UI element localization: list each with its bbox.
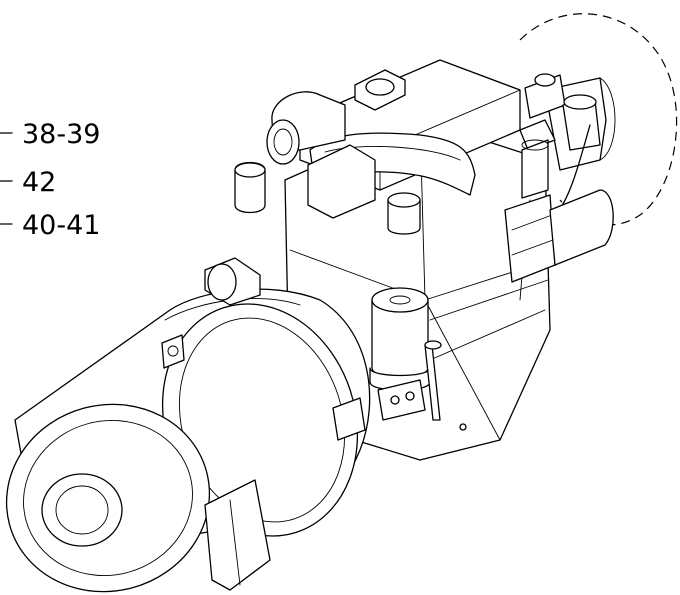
callout-38-39: 38-39: [0, 119, 100, 150]
dipstick-tube: [424, 340, 442, 421]
oil-port-fittings: [377, 379, 426, 421]
oil-filter: [369, 287, 431, 391]
small-cup: [387, 192, 421, 235]
manifold-box: [307, 144, 376, 219]
housing-clamp: [332, 397, 366, 441]
air-cleaner-end-cap: [5, 403, 211, 593]
callout-42: 42: [0, 167, 56, 198]
callout-label-42: 42: [22, 167, 56, 198]
breather-canister: [234, 161, 266, 214]
exhaust-outlet: [549, 189, 614, 266]
drain-plug: [459, 423, 467, 431]
callout-label-40-41: 40-41: [22, 210, 100, 241]
air-intake-connector: [204, 257, 261, 306]
mounting-bracket: [204, 479, 271, 591]
air-cleaner-label-plate: [161, 334, 185, 369]
oil-filler-cap: [354, 69, 406, 111]
callout-40-41: 40-41: [0, 210, 100, 241]
turbo-elbow: [266, 91, 346, 165]
water-separator: [562, 94, 601, 151]
callout-label-38-39: 38-39: [22, 119, 100, 150]
fuel-filter-assembly: [519, 73, 566, 199]
